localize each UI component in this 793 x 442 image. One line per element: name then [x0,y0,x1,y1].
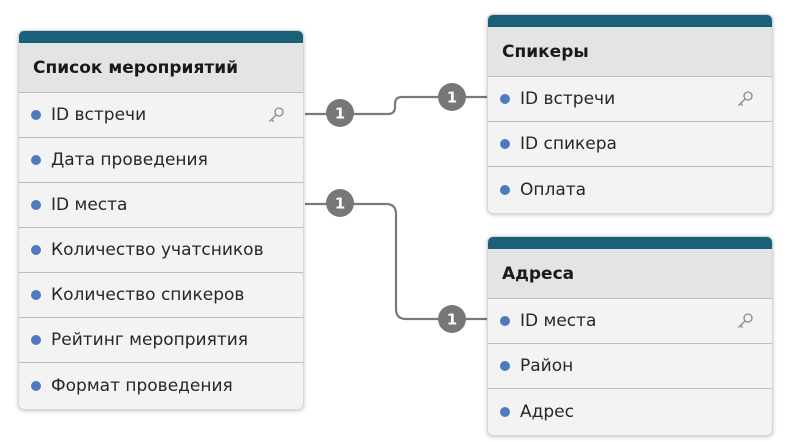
field-label: Дата проведения [51,150,208,170]
field-row[interactable]: ID встречи [488,77,772,122]
table-title: Спикеры [488,27,772,77]
field-label: Район [520,356,574,376]
field-dot-icon [500,406,510,417]
table-addresses[interactable]: Адреса ID места Район Адрес [487,236,773,436]
field-row[interactable]: Формат проведения [19,363,303,408]
field-row[interactable]: Адрес [488,389,772,434]
svg-text:1: 1 [335,195,345,213]
table-title: Список мероприятий [19,43,303,93]
key-icon [738,313,753,328]
field-row[interactable]: ID встречи [19,93,303,138]
field-label: ID спикера [520,134,617,154]
field-row[interactable]: Рейтинг мероприятия [19,318,303,363]
cardinality-badge-events-speakers-left: 1 [326,99,354,127]
field-label: Рейтинг мероприятия [51,330,248,350]
field-row[interactable]: ID места [19,183,303,228]
field-label: ID места [51,195,128,215]
field-dot-icon [31,110,41,120]
field-label: Оплата [520,179,587,200]
field-dot-icon [31,380,41,391]
field-dot-icon [31,290,41,300]
field-label: ID места [520,311,597,331]
field-row[interactable]: Район [488,344,772,389]
field-row[interactable]: Количество спикеров [19,273,303,318]
key-icon [269,107,284,122]
field-row[interactable]: Оплата [488,167,772,212]
svg-text:1: 1 [447,89,457,107]
field-dot-icon [31,200,41,210]
key-icon [738,91,753,106]
cardinality-badge-events-speakers-right: 1 [438,83,466,111]
field-row[interactable]: ID спикера [488,122,772,167]
field-row[interactable]: ID места [488,299,772,344]
field-row[interactable]: Количество учатсников [19,228,303,273]
table-speakers[interactable]: Спикеры ID встречи ID спикера Оплата [487,14,773,214]
svg-text:1: 1 [335,105,345,123]
cardinality-badge-events-addresses-right: 1 [438,305,466,333]
field-dot-icon [31,335,41,345]
svg-text:1: 1 [447,311,457,329]
table-events[interactable]: Список мероприятий ID встречи Дата прове… [18,30,304,410]
field-label: ID встречи [520,89,616,109]
field-label: Формат проведения [51,375,233,396]
field-dot-icon [500,139,510,149]
cardinality-badge-events-addresses-left: 1 [326,189,354,217]
field-dot-icon [500,184,510,195]
field-dot-icon [500,361,510,371]
table-header-bar [19,31,303,43]
field-label: Количество спикеров [51,285,245,305]
field-label: Количество учатсников [51,240,264,260]
field-row[interactable]: Дата проведения [19,138,303,183]
field-dot-icon [31,155,41,165]
field-dot-icon [31,245,41,255]
relationship-line-events-addresses[interactable] [305,202,487,321]
relationship-line-events-speakers[interactable] [305,95,487,116]
field-dot-icon [500,316,510,326]
table-title: Адреса [488,249,772,299]
field-label: Адрес [520,401,574,422]
table-header-bar [488,15,772,27]
field-label: ID встречи [51,105,147,125]
field-dot-icon [500,94,510,104]
table-header-bar [488,237,772,249]
